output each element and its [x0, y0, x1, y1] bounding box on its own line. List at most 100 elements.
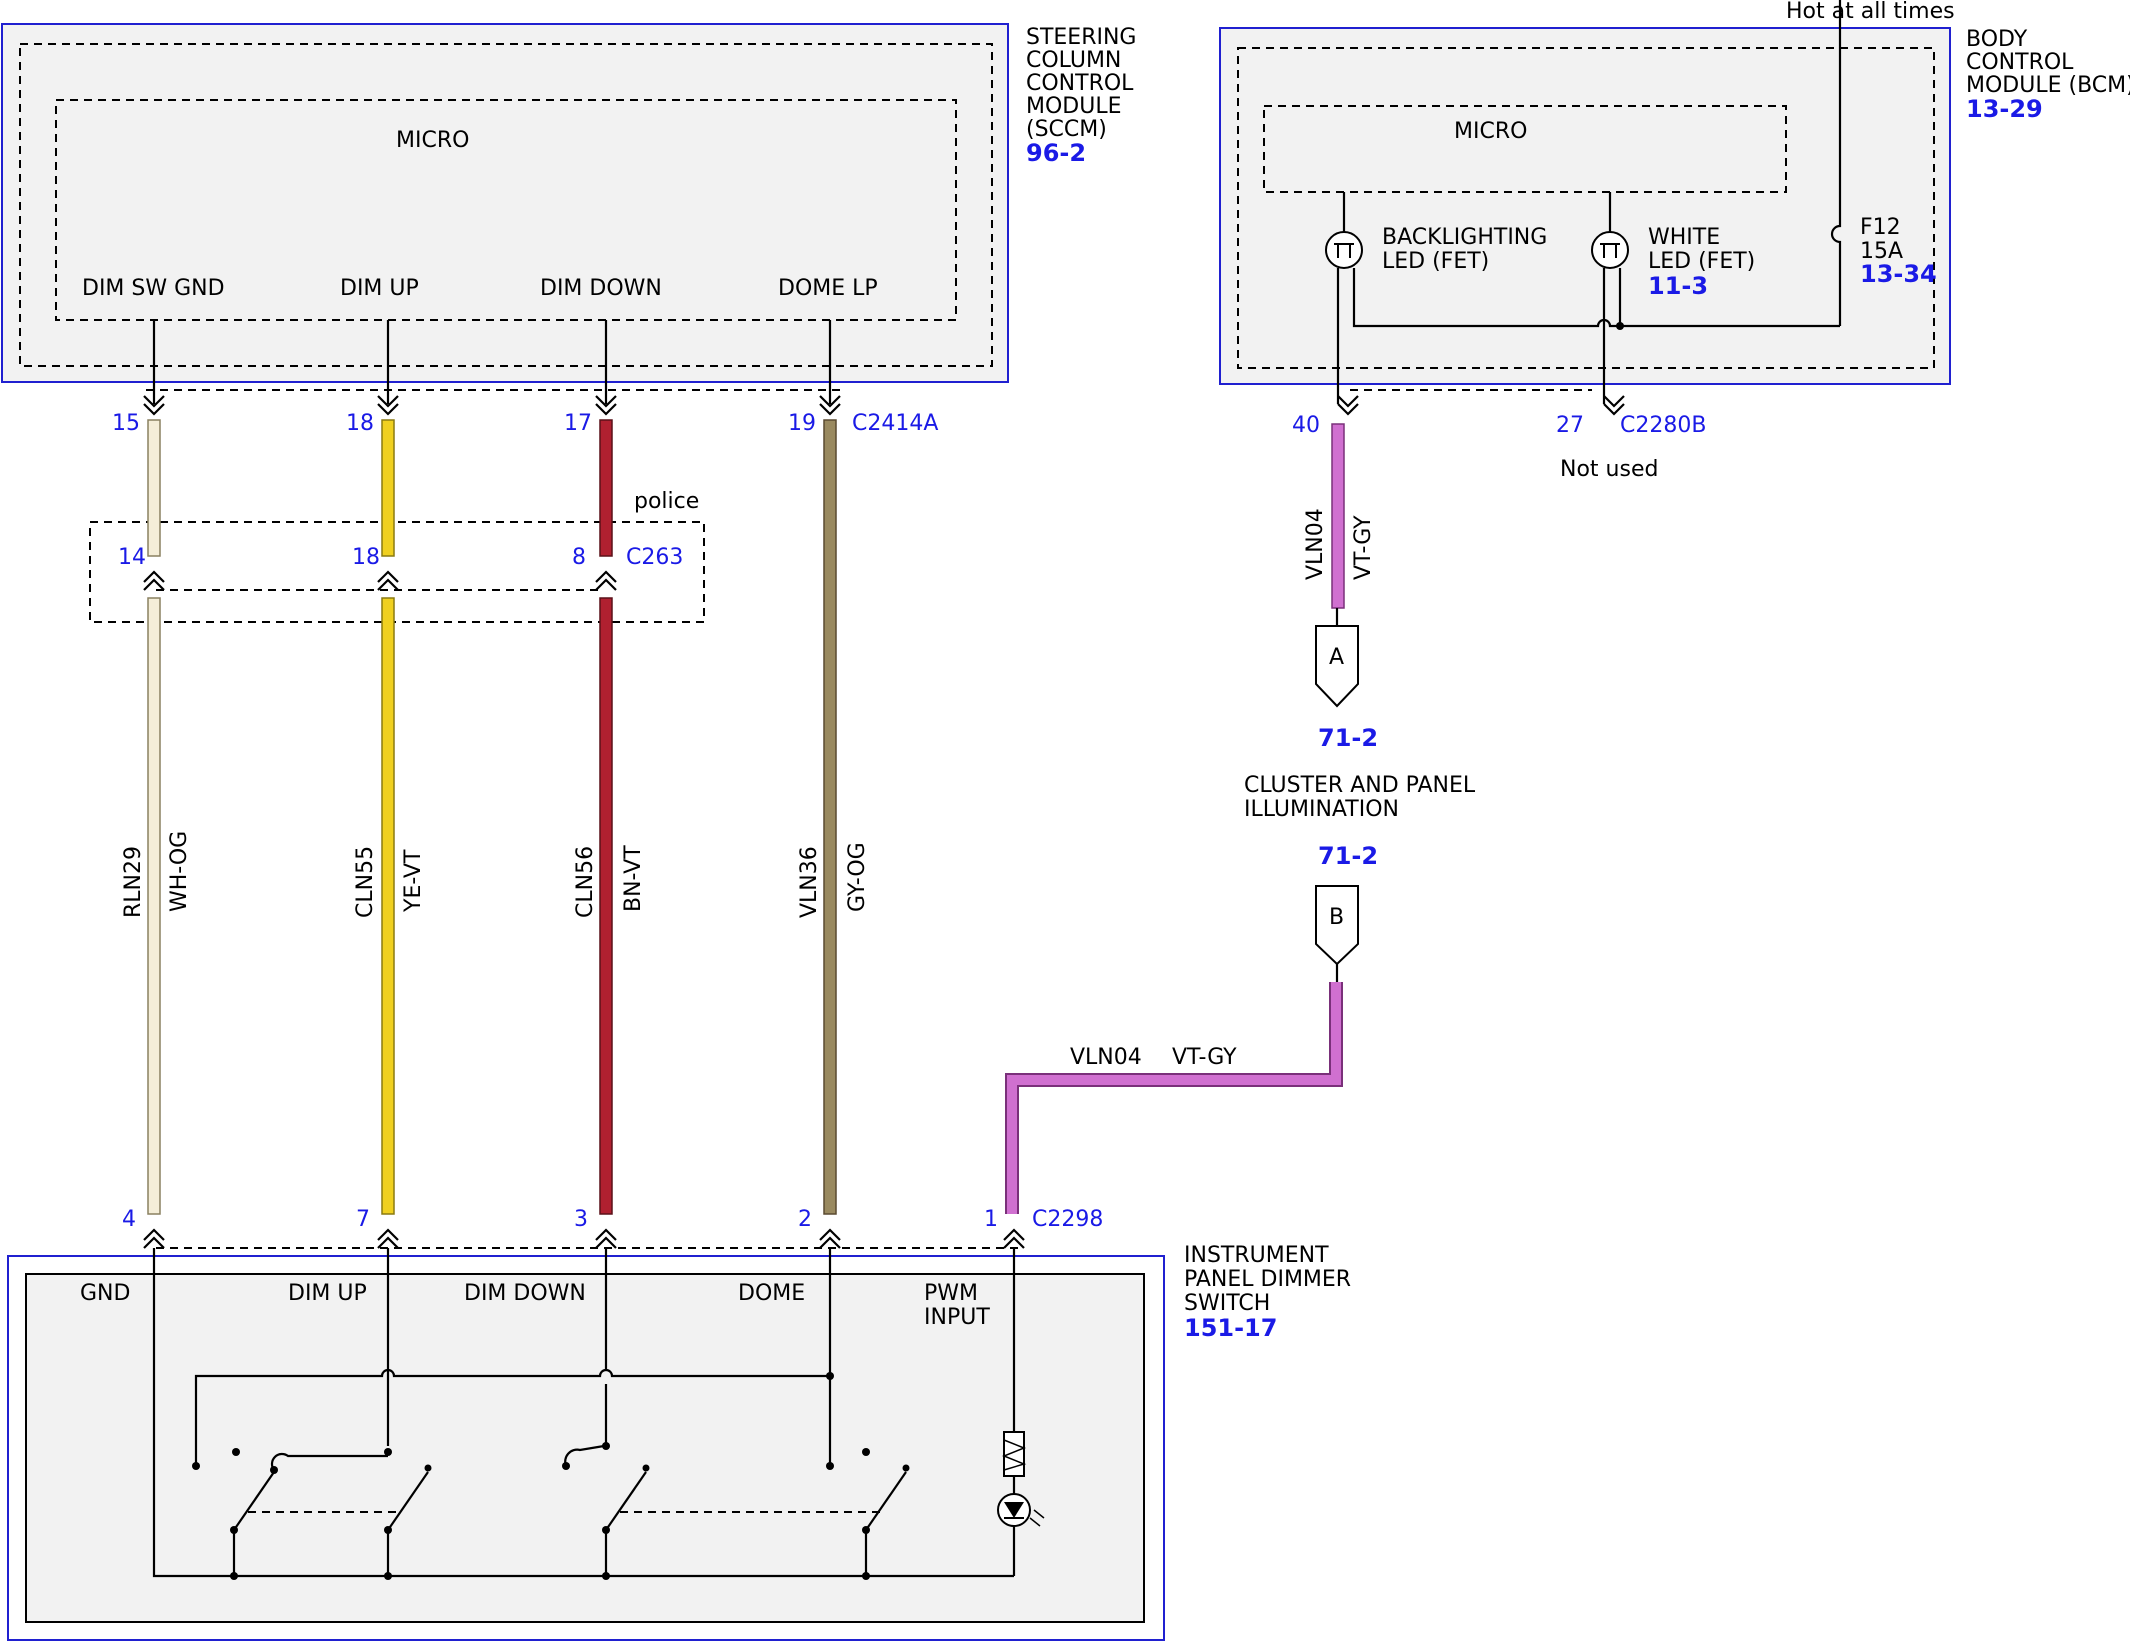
c2298-pin-3: 3 [574, 1207, 588, 1232]
c2280b-not-used-note: Not used [1560, 457, 1658, 482]
dimmer-pwm-line-2: INPUT [924, 1305, 990, 1330]
sccm-module-border [1, 23, 1009, 383]
c263-terminal-icons [143, 570, 617, 591]
offpage-title-line-2: ILLUMINATION [1244, 797, 1399, 822]
sccm-micro-boundary [55, 99, 957, 321]
wire-rln29-color: WH-OG [167, 831, 192, 912]
bcm-name-line-2: CONTROL [1966, 50, 2074, 75]
backlighting-led-fet-icon [1325, 231, 1363, 269]
c263-name[interactable]: C263 [626, 545, 683, 570]
c263-pin-14: 14 [118, 545, 146, 570]
wire-vln04-color-lower: VT-GY [1172, 1045, 1237, 1070]
bcm-module-border [1219, 27, 1951, 385]
wire-vln36-color: GY-OG [845, 842, 870, 912]
wire-rln29[interactable] [147, 419, 161, 1215]
wire-vln04-lower[interactable] [1007, 982, 1341, 1214]
c2414a-name[interactable]: C2414A [852, 411, 938, 436]
offpage-a-label: A [1329, 645, 1344, 670]
bcm-ref-link[interactable]: 13-29 [1966, 95, 2043, 123]
wire-cln55-color: YE-VT [401, 849, 426, 913]
sccm-ref-link[interactable]: 96-2 [1026, 139, 1086, 167]
dimmer-pin-dome: DOME [738, 1281, 805, 1306]
white-led-ref-link[interactable]: 11-3 [1648, 272, 1708, 300]
c2414a-pin-15: 15 [112, 411, 140, 436]
bcm-micro-label: MICRO [1454, 119, 1527, 144]
bcm-module: MICRO Hot at all times BODY CONTROL MODU… [1219, 0, 2130, 404]
offpage-a-ref-link[interactable]: 71-2 [1318, 724, 1378, 752]
dome-crossover-bus [194, 1368, 830, 1466]
c2280b-name[interactable]: C2280B [1620, 413, 1706, 438]
white-led-label-line-2: LED (FET) [1648, 249, 1755, 274]
pwm-resistor-icon [1001, 1431, 1027, 1477]
wire-vln04-lower-outline [1005, 982, 1343, 1214]
wire-vln04-upper[interactable] [1331, 423, 1345, 609]
sccm-module: MICRO DIM SW GND DIM UP DIM DOWN DOME LP… [1, 23, 1136, 383]
c2298-terminal-icons [143, 1228, 1025, 1249]
fuse-f12-icon [1830, 0, 1842, 326]
dimmer-name-line-2: PANEL DIMMER [1184, 1267, 1351, 1292]
sccm-pin-dim-up: DIM UP [340, 276, 419, 301]
bus-junction-dot [826, 1372, 834, 1380]
sccm-pin-dim-sw-gnd: DIM SW GND [82, 276, 225, 301]
c263-pin-18: 18 [352, 545, 380, 570]
dimmer-pin-dim-down: DIM DOWN [464, 1281, 586, 1306]
dimmer-name-line-1: INSTRUMENT [1184, 1243, 1329, 1268]
hot-at-all-times-label: Hot at all times [1786, 0, 1955, 24]
dimmer-pwm-line-1: PWM [924, 1281, 978, 1306]
c2298-pin-1: 1 [984, 1207, 998, 1232]
dimmer-name-line-3: SWITCH [1184, 1291, 1270, 1316]
sccm-name-line-1: STEERING [1026, 25, 1136, 50]
fuse-ref-link[interactable]: 13-34 [1860, 260, 1937, 288]
c2298-pin-2: 2 [798, 1207, 812, 1232]
sccm-name-line-3: CONTROL [1026, 71, 1134, 96]
sccm-pin-dome-lp: DOME LP [778, 276, 878, 301]
c2298-pin-7: 7 [356, 1207, 370, 1232]
c2280b-pin-40: 40 [1292, 413, 1320, 438]
wire-vln04-circuit-lower: VLN04 [1070, 1045, 1142, 1070]
sccm-name-line-2: COLUMN [1026, 48, 1121, 73]
sccm-pin-dim-down: DIM DOWN [540, 276, 662, 301]
sccm-inner-boundary [19, 43, 993, 367]
wire-rln29-circuit: RLN29 [121, 846, 146, 918]
dimmer-module-border [7, 1255, 1165, 1641]
bcm-micro-boundary [1263, 105, 1787, 193]
c263-connector: police 14 18 8 C263 [89, 489, 705, 623]
c2414a-terminal-icons [143, 320, 1625, 416]
c263-police-note: police [634, 489, 699, 514]
offpage-b-ref-link[interactable]: 71-2 [1318, 842, 1378, 870]
dimmer-inner-boundary [25, 1273, 1145, 1623]
offpage-connector-b[interactable]: B [1315, 885, 1359, 982]
offpage-title-line-1: CLUSTER AND PANEL [1244, 773, 1476, 798]
c2280b-connector: 40 27 C2280B Not used [1292, 389, 1706, 482]
white-led-label-line-1: WHITE [1648, 225, 1720, 250]
wire-cln55[interactable] [381, 419, 395, 1215]
c2414a-pin-19: 19 [788, 411, 816, 436]
wire-cln56[interactable] [599, 419, 613, 1215]
fet-feed-lines [1342, 192, 1612, 232]
illumination-led-icon [997, 1493, 1045, 1527]
bcm-output-lines [1336, 268, 1606, 404]
backlighting-label-line-1: BACKLIGHTING [1382, 225, 1547, 250]
c2298-pin-4: 4 [122, 1207, 136, 1232]
bcm-name-line-1: BODY [1966, 27, 2028, 52]
wire-vln36-circuit: VLN36 [797, 846, 822, 918]
dimmer-switch-contacts-icon [192, 1442, 910, 1580]
wire-cln56-circuit: CLN56 [573, 846, 598, 918]
c263-pin-8: 8 [572, 545, 586, 570]
c2298-name[interactable]: C2298 [1032, 1207, 1103, 1232]
offpage-connector-a[interactable]: A [1315, 608, 1359, 708]
fuse-name: F12 [1860, 215, 1901, 240]
dimmer-pin-dim-up: DIM UP [288, 1281, 367, 1306]
wire-vln36[interactable] [823, 419, 837, 1215]
wire-cln55-circuit: CLN55 [353, 846, 378, 918]
bcm-inner-boundary [1237, 47, 1935, 369]
c2280b-pin-27: 27 [1556, 413, 1584, 438]
c2414a-pin-17: 17 [564, 411, 592, 436]
wire-vln04-circuit-upper: VLN04 [1303, 508, 1328, 580]
offpage-b-label: B [1329, 905, 1344, 930]
dimmer-ref-link[interactable]: 151-17 [1184, 1314, 1277, 1342]
white-led-fet-icon [1591, 231, 1629, 269]
c2414a-connector: 15 18 17 19 C2414A [112, 389, 938, 436]
c2414a-pin-18: 18 [346, 411, 374, 436]
